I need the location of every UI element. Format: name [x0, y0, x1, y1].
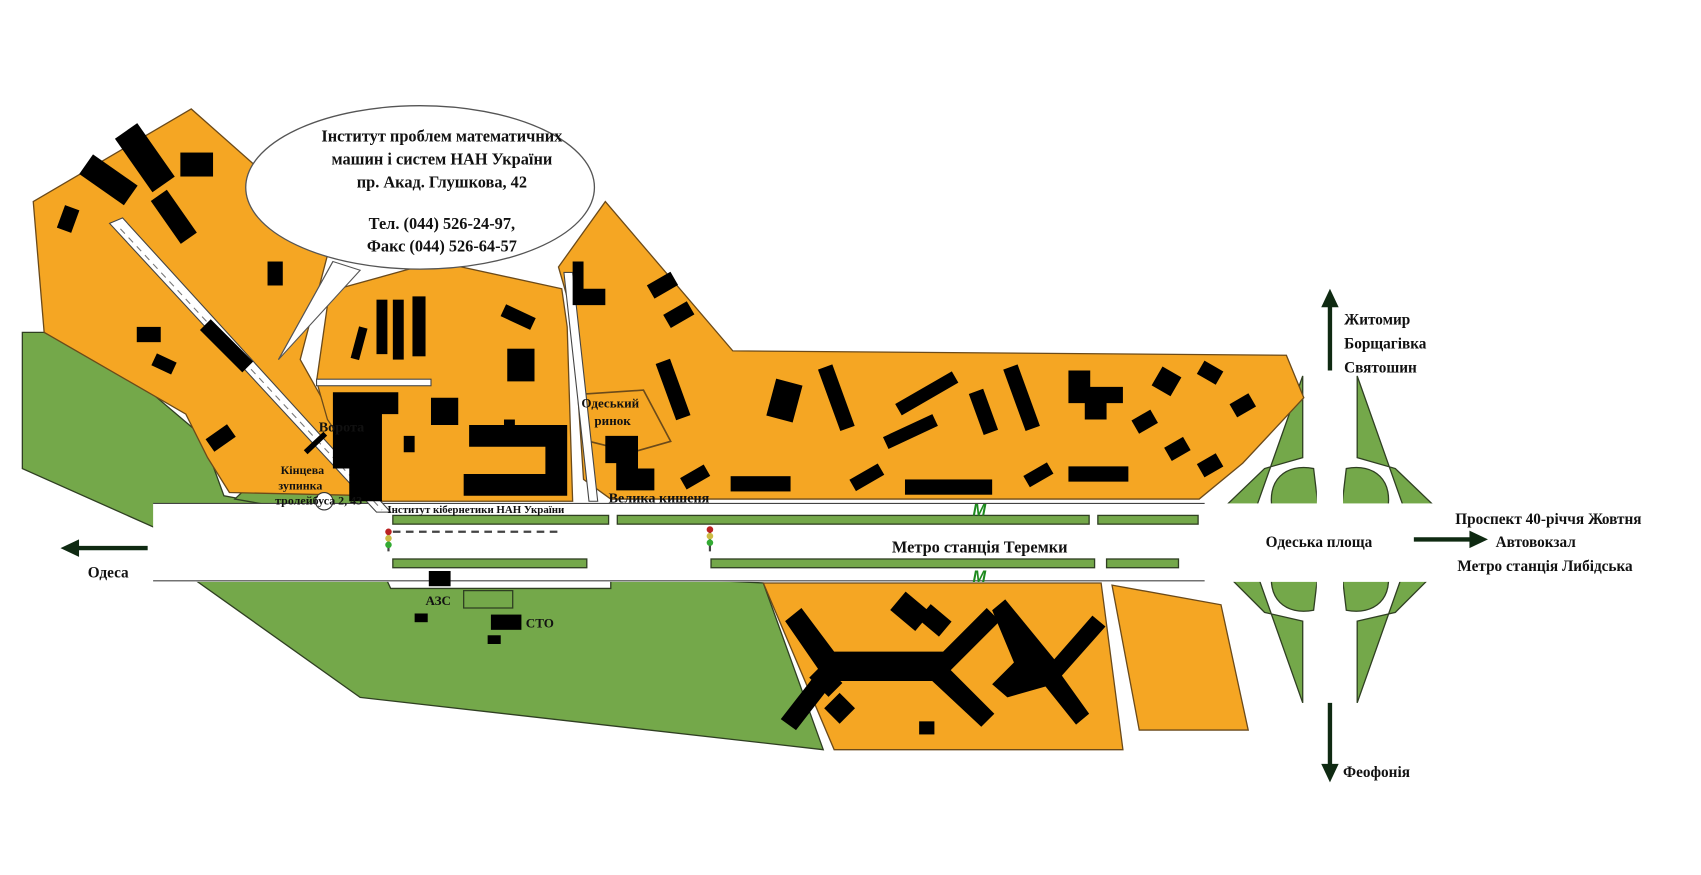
market-road [563, 271, 599, 502]
callout-fax: Факс (044) 526-64-57 [367, 237, 517, 256]
label-metro-lybidska: Метро станція Либідська [1457, 558, 1633, 575]
median-north-2 [616, 514, 1090, 525]
callout-phone: Тел. (044) 526-24-97, [369, 214, 515, 233]
median-north-3 [1097, 514, 1199, 525]
callout-line-1: Інститут проблем математичних [321, 127, 563, 146]
median-south-3 [1105, 558, 1180, 569]
callout-line-2: машин і систем НАН України [331, 150, 552, 169]
block-market [557, 200, 1305, 500]
label-cybernetics-institute: Інститут кібернетики НАН України [387, 504, 564, 516]
institute-callout: Інститут проблем математичних машин і си… [245, 105, 596, 360]
green-zone-southwest [161, 557, 825, 751]
traffic-light-2-icon [706, 526, 714, 552]
interchange-nw [1208, 375, 1304, 522]
gate-barrier [303, 431, 328, 455]
traffic-light-1-icon [385, 528, 392, 552]
buildings [56, 123, 1257, 735]
direction-arrows [60, 288, 1488, 783]
label-borshchahivka: Борщагівка [1344, 336, 1427, 353]
label-stop-3: тролейбуса 2, 43 [275, 494, 362, 508]
callout-address: пр. Акад. Глушкова, 42 [357, 172, 527, 191]
label-zhytomyr: Житомир [1344, 312, 1410, 329]
label-bus-station: Автовокзал [1496, 534, 1577, 551]
label-metro-teremky: Метро станція Теремки [892, 537, 1068, 556]
map-labels: Ворота Кінцева зупинка тролейбуса 2, 43 … [88, 312, 1642, 781]
label-gas-station: АЗС [426, 593, 451, 608]
interchange-loop-nw [1270, 466, 1320, 515]
vertical-road-north [1316, 359, 1344, 720]
metro-icon-north: М [973, 501, 987, 519]
internal-road [316, 378, 432, 387]
roads [108, 217, 1701, 720]
metro-icon-south: М [973, 568, 987, 586]
green-zone-azs [463, 589, 514, 609]
label-service-station: СТО [526, 616, 554, 631]
median-south-1 [392, 558, 588, 569]
label-stop-2: зупинка [278, 478, 322, 492]
interchange-loop-ne [1340, 466, 1390, 515]
label-market-2: ринок [594, 413, 631, 428]
median-north-1 [392, 514, 610, 525]
label-stop-1: Кінцева [281, 463, 325, 477]
label-odesa-square: Одеська площа [1266, 534, 1373, 551]
label-market-1: Одеський [581, 396, 639, 411]
label-sviatoshyn: Святошин [1344, 360, 1417, 377]
block-southeast [1111, 584, 1250, 731]
interchange-ne [1356, 375, 1452, 522]
label-odesa: Одеса [88, 565, 129, 582]
median-south-2 [710, 558, 1096, 569]
label-prospekt: Проспект 40-річчя Жовтня [1455, 511, 1641, 528]
label-pocket: Велика кишеня [609, 490, 710, 506]
label-gate: Ворота [319, 420, 365, 436]
label-feofaniya: Феофонія [1343, 764, 1410, 781]
green-zones [21, 331, 1452, 751]
